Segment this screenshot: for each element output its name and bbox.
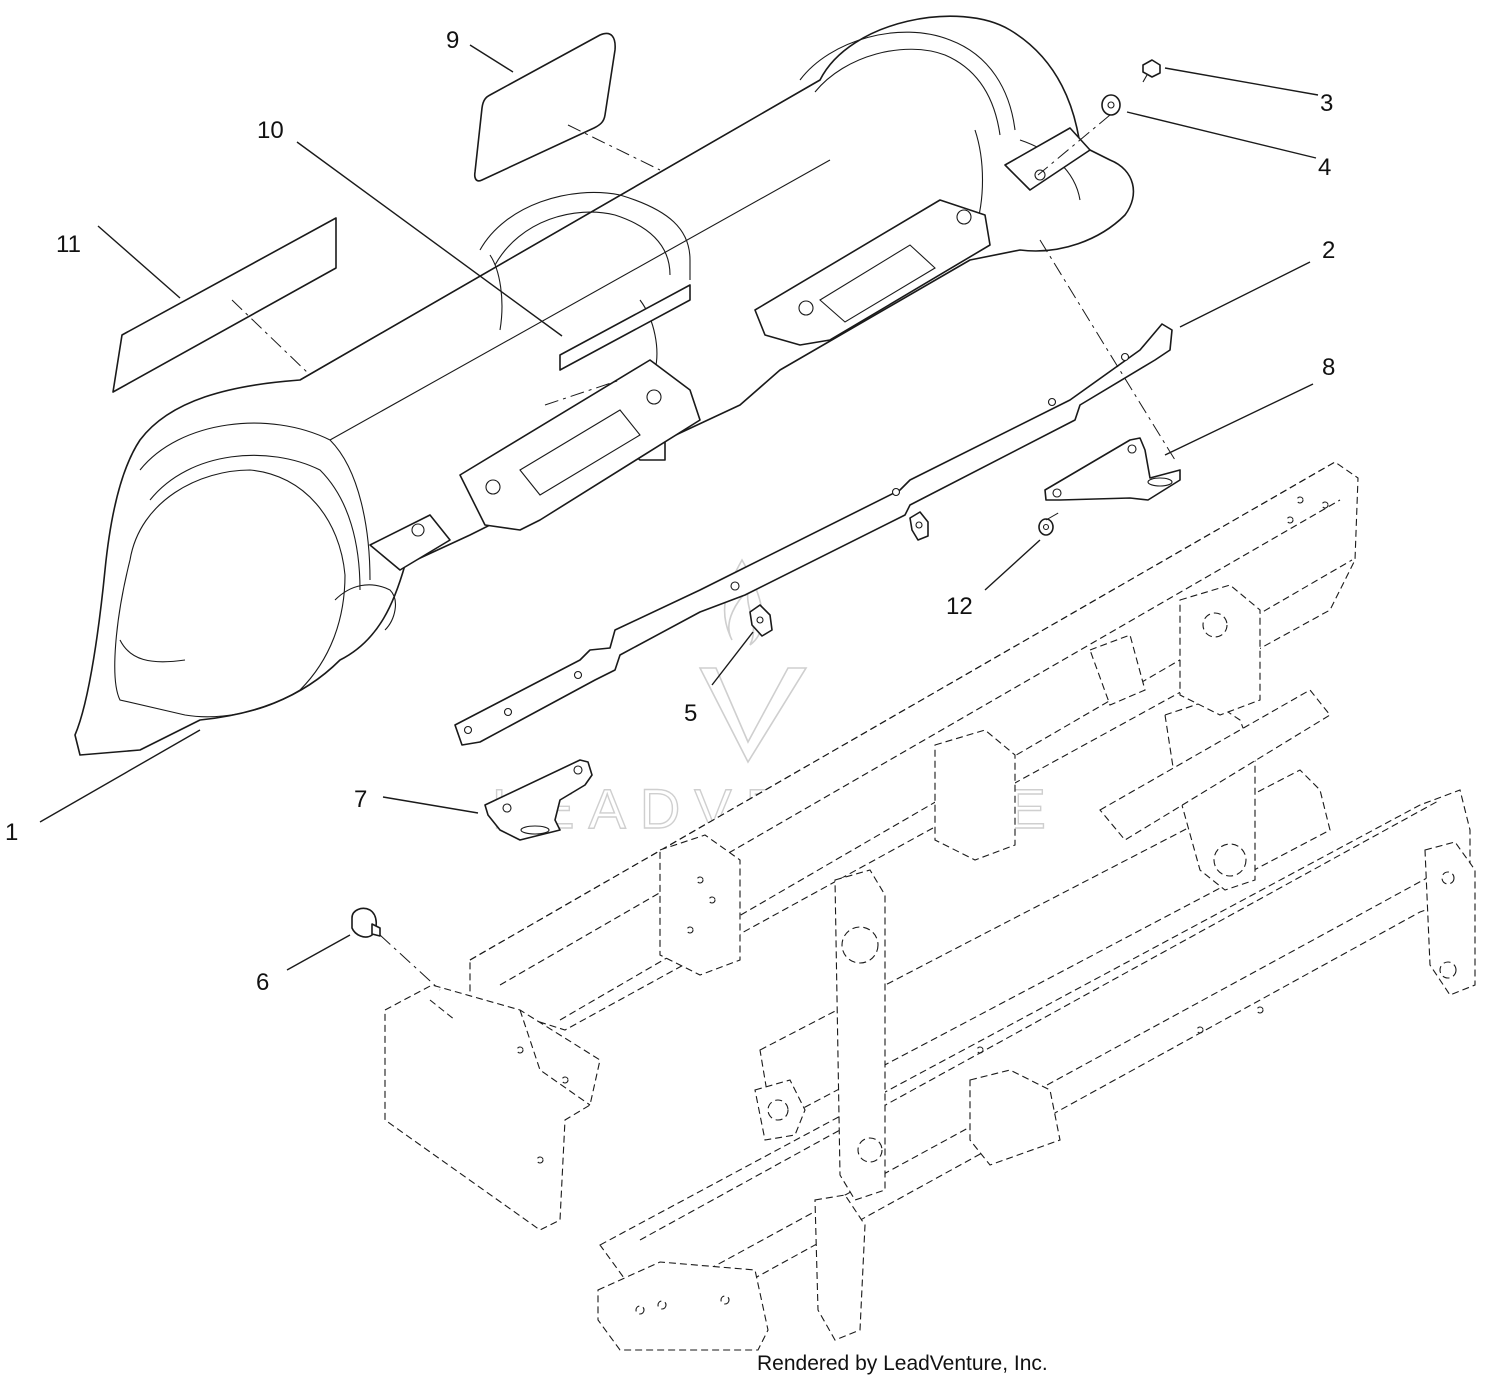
clip-nut[interactable] xyxy=(909,511,929,541)
decal-10[interactable] xyxy=(559,284,691,371)
callout-5[interactable]: 5 xyxy=(684,700,697,727)
callout-10[interactable]: 10 xyxy=(257,117,284,144)
callout-1[interactable]: 1 xyxy=(5,819,18,846)
frame-lower-rail xyxy=(599,789,1471,1301)
callout-12[interactable]: 12 xyxy=(946,593,973,620)
bracket-7[interactable] xyxy=(484,759,593,841)
callout-6[interactable]: 6 xyxy=(256,969,269,996)
render-credit: Rendered by LeadVenture, Inc. xyxy=(757,1352,1048,1375)
callout-8[interactable]: 8 xyxy=(1322,354,1335,381)
frame-end-plate xyxy=(1424,841,1476,996)
frame-front-plate xyxy=(597,1261,769,1351)
rail-body xyxy=(454,323,1173,746)
bracket-8-body xyxy=(1044,437,1181,501)
washer-12[interactable] xyxy=(1038,518,1054,536)
frame-arm-left xyxy=(834,869,886,1201)
leader-lines xyxy=(39,44,1319,971)
callout-2[interactable]: 2 xyxy=(1322,237,1335,264)
decal-11[interactable] xyxy=(112,217,337,393)
bracket-8[interactable] xyxy=(1044,437,1181,501)
callout-9[interactable]: 9 xyxy=(446,27,459,54)
bumper-6[interactable] xyxy=(351,907,381,938)
callout-4[interactable]: 4 xyxy=(1318,154,1331,181)
mounting-rail[interactable] xyxy=(454,323,1173,746)
callouts: 1 2 3 4 5 6 7 8 9 10 11 12 xyxy=(5,27,1335,996)
alignment-lines xyxy=(231,114,1176,991)
decal-9[interactable] xyxy=(473,32,616,182)
bolt-3[interactable] xyxy=(1142,59,1161,83)
frame-rear-plate xyxy=(384,984,601,1231)
frame-pivot-tube xyxy=(1099,689,1331,841)
clip-nut-5[interactable] xyxy=(749,604,773,637)
shroud-tab-right xyxy=(754,199,991,346)
watermark-v-icon xyxy=(698,667,808,764)
shroud-tab-left xyxy=(459,359,701,531)
bracket-7-body xyxy=(484,759,593,841)
shroud-left-end xyxy=(114,469,346,718)
washer-4[interactable] xyxy=(1101,94,1121,116)
callout-7[interactable]: 7 xyxy=(354,786,367,813)
callout-11[interactable]: 11 xyxy=(56,231,81,258)
callout-3[interactable]: 3 xyxy=(1320,90,1333,117)
mower-frame-phantom xyxy=(384,461,1476,1351)
